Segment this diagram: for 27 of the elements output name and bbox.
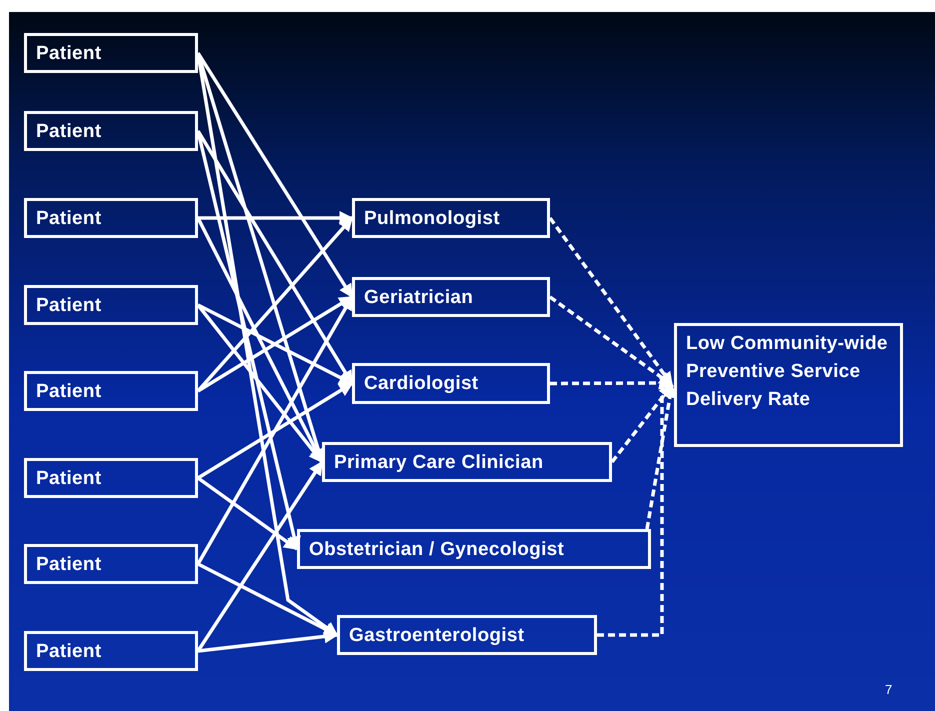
page-number: 7	[885, 682, 892, 697]
dashed-arrow	[645, 384, 677, 530]
role-box: Pulmonologist	[352, 198, 550, 238]
arrow	[196, 52, 354, 298]
dashed-arrow	[548, 296, 674, 386]
arrow	[198, 629, 338, 653]
arrow	[197, 562, 338, 637]
role-box: Geriatrician	[352, 277, 550, 317]
role-box: Patient	[24, 33, 198, 73]
dashed-arrow	[610, 384, 674, 464]
role-box: Patient	[24, 285, 198, 325]
role-box: Patient	[24, 371, 198, 411]
arrow	[196, 52, 338, 636]
arrow	[197, 382, 354, 480]
role-box: Patient	[24, 544, 198, 584]
role-box: Patient	[24, 111, 198, 151]
arrow	[198, 211, 354, 225]
role-box: Patient	[24, 198, 198, 238]
arrow	[196, 460, 324, 652]
role-box: Patient	[24, 631, 198, 671]
role-box: Patient	[24, 458, 198, 498]
outcome-box: Low Community-wide Preventive Service Delivery Rate	[674, 323, 903, 447]
role-box: Gastroenterologist	[337, 615, 597, 655]
arrow	[196, 476, 298, 550]
role-box: Obstetrician / Gynecologist	[297, 529, 651, 569]
role-box: Cardiologist	[352, 363, 550, 404]
role-box: Primary Care Clinician	[322, 442, 612, 482]
